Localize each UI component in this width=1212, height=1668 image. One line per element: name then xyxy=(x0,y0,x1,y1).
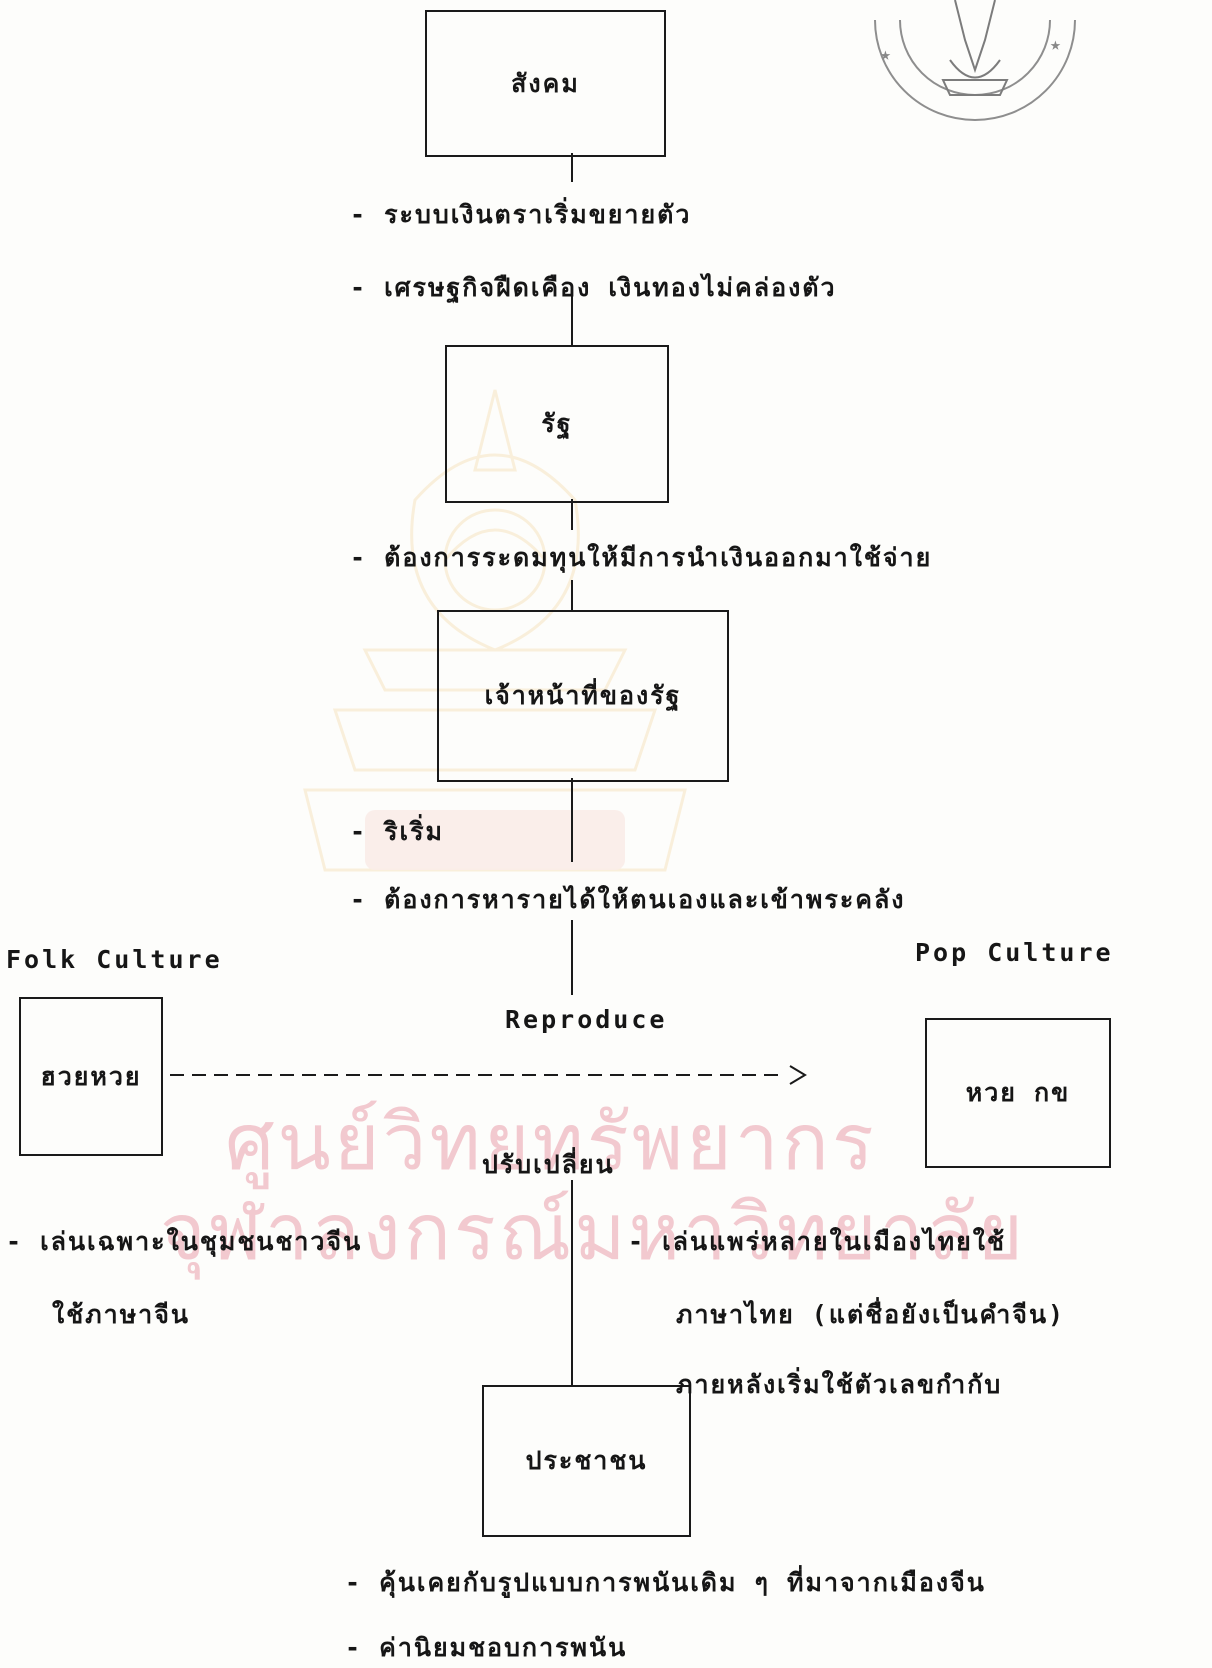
dashed-arrow-head xyxy=(789,1065,807,1085)
box-state: รัฐ xyxy=(445,345,669,503)
note-people-2: - ค่านิยมชอบการพนัน xyxy=(345,1633,628,1662)
label-change: ปรับเปลี่ยน xyxy=(482,1150,615,1179)
label-pop-culture: Pop Culture xyxy=(915,938,1114,967)
note-officials-1: - ริเริ่ม xyxy=(350,817,444,846)
note-right-3: ภายหลังเริ่มใช้ตัวเลขกำกับ xyxy=(676,1370,1003,1399)
box-officials: เจ้าหน้าที่ของรัฐ xyxy=(437,610,729,782)
note-people-1: - คุ้นเคยกับรูปแบบการพนันเดิม ๆ ที่มาจาก… xyxy=(345,1568,986,1597)
svg-text:★: ★ xyxy=(1050,34,1061,55)
note-left-2: ใช้ภาษาจีน xyxy=(52,1300,190,1329)
note-officials-2: - ต้องการหารายได้ให้ตนเองและเข้าพระคลัง xyxy=(350,885,906,914)
note-society-2: - เศรษฐกิจฝืดเคือง เงินทองไม่คล่องตัว xyxy=(350,273,837,302)
box-people: ประชาชน xyxy=(482,1385,691,1537)
svg-text:★: ★ xyxy=(880,44,891,65)
box-society: สังคม xyxy=(425,10,666,157)
watermark-line-1: ศูนย์วิทยทรัพยากร xyxy=(225,1098,877,1188)
label-reproduce: Reproduce xyxy=(505,1005,668,1034)
box-huayhuay: ฮวยหวย xyxy=(19,997,163,1156)
note-right-1: - เล่นแพร่หลายในเมืองไทยใช้ xyxy=(628,1227,1006,1256)
note-left-1: - เล่นเฉพาะในชุมชนชาวจีน xyxy=(6,1227,363,1256)
box-huay-kokho: หวย กข xyxy=(925,1018,1111,1168)
watermark-emblem xyxy=(215,350,775,914)
university-seal: ★ ★ xyxy=(855,0,1105,194)
note-state-1: - ต้องการระดมทุนให้มีการนำเงินออกมาใช้จ่… xyxy=(350,543,933,572)
note-right-2: ภาษาไทย (แต่ชื่อยังเป็นคำจีน) xyxy=(676,1300,1066,1329)
label-folk-culture: Folk Culture xyxy=(6,945,223,974)
watermark-line-2: จุฬาลงกรณ์มหาวิทยาลัย xyxy=(160,1188,1027,1278)
note-society-1: - ระบบเงินตราเริ่มขยายตัว xyxy=(350,200,692,229)
